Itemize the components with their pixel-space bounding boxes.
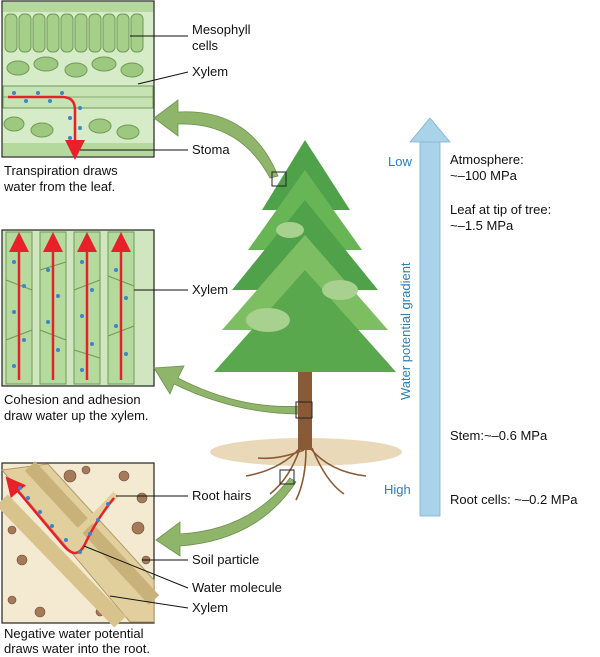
leaf-water-molecules: [12, 91, 82, 140]
level-leaf-tip-label: Leaf at tip of tree:: [450, 202, 552, 217]
root-leader-lines: [83, 495, 189, 609]
level-root-cells: Root cells: ~–0.2 MPa: [450, 492, 578, 507]
level-leaf-tip-value: ~–1.5 MPa: [450, 218, 514, 233]
level-atmosphere-value: ~–100 MPa: [450, 168, 517, 183]
label-stoma: Stoma: [192, 142, 230, 157]
root-zoom-box: [279, 469, 295, 485]
caption-leaf-line2: water from the leaf.: [4, 179, 116, 194]
level-atmosphere-label: Atmosphere:: [450, 152, 524, 167]
caption-stem-line1: Cohesion and adhesion: [4, 392, 141, 407]
label-leaf-xylem: Xylem: [192, 64, 229, 79]
leaf-zoom-box: [271, 171, 287, 187]
stem-zoom-box: [295, 401, 313, 419]
label-soil-particle: Soil particle: [192, 552, 260, 567]
callout-arrows: [153, 99, 301, 557]
xylem-water-molecules: [12, 260, 128, 372]
leaf-water-flow-arrow: [8, 95, 85, 160]
tree-roots: [245, 447, 367, 501]
label-mesophyll-cells: cells: [192, 38, 219, 53]
water-potential-gradient-arrow: [409, 117, 451, 517]
root-xylem-strand: [0, 494, 126, 628]
gradient-title: Water potential gradient: [398, 262, 413, 400]
gradient-low-label: Low: [388, 154, 412, 169]
label-root-xylem: Xylem: [192, 600, 229, 615]
stem-xylem-panel: [1, 229, 155, 387]
root-tissue: [1, 463, 155, 623]
root-water-flow-arrow: [5, 476, 115, 555]
spongy-mesophyll: [3, 56, 144, 140]
palisade-cells: [4, 13, 144, 53]
gradient-high-label: High: [384, 482, 411, 497]
root-cross-section-panel: [0, 461, 160, 628]
label-water-molecule: Water molecule: [192, 580, 282, 595]
caption-leaf-line1: Transpiration draws: [4, 163, 118, 178]
level-stem: Stem:~–0.6 MPa: [450, 428, 548, 443]
label-mesophyll: Mesophyll: [192, 22, 251, 37]
xylem-upward-arrows: [9, 232, 131, 380]
caption-root-line1: Negative water potential: [4, 626, 144, 641]
stem-callout-arrow: [153, 365, 301, 415]
tree-trunk: [298, 350, 312, 450]
label-stem-xylem: Xylem: [192, 282, 229, 297]
caption-root-line2: draws water into the root.: [4, 641, 150, 656]
caption-stem-line2: draw water up the xylem.: [4, 408, 149, 423]
leaf-callout-arrow: [153, 99, 279, 179]
root-callout-arrow: [155, 477, 297, 557]
tree-illustration: [210, 140, 402, 501]
leaf-cross-section-panel: [1, 0, 155, 160]
leaf-leader-lines: [80, 35, 189, 151]
tree-foliage: [214, 140, 396, 372]
label-root-hairs: Root hairs: [192, 488, 252, 503]
root-water-molecules: [18, 486, 110, 554]
